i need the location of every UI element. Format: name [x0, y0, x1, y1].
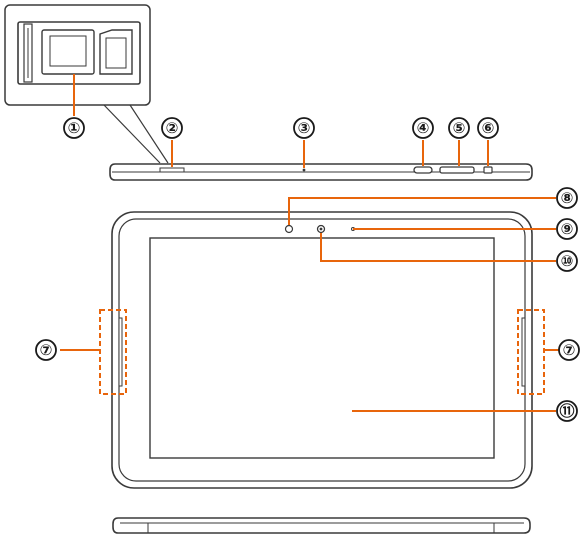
callout-6: ⑥ — [477, 117, 499, 139]
callout-4: ④ — [412, 117, 434, 139]
callout-7-right: ⑦ — [558, 339, 580, 361]
tablet-bottom-edge — [112, 517, 531, 534]
callout-5: ⑤ — [448, 117, 470, 139]
callout-2-label: ② — [166, 119, 179, 137]
callout-7-right-label: ⑦ — [563, 341, 576, 359]
display-screen — [149, 237, 495, 459]
callout-7-left: ⑦ — [35, 339, 57, 361]
callout-2: ② — [161, 117, 183, 139]
callout-5-label: ⑤ — [453, 119, 466, 137]
callout-3: ③ — [293, 117, 315, 139]
sim-tray-inset — [4, 4, 169, 164]
callout-3-label: ③ — [298, 119, 311, 137]
callout-10-label: ⑩ — [561, 252, 574, 270]
callout-8: ⑧ — [556, 187, 578, 209]
callout-1-label: ① — [68, 119, 81, 137]
callout-7-left-label: ⑦ — [40, 341, 53, 359]
callout-10: ⑩ — [556, 250, 578, 272]
tablet-front — [60, 197, 560, 489]
callout-9-label: ⑨ — [561, 220, 574, 238]
tablet-top-edge — [109, 140, 533, 181]
callout-1: ① — [63, 117, 85, 139]
callout-11-label: ⑪ — [559, 402, 574, 420]
callout-6-label: ⑥ — [482, 119, 495, 137]
callout-9: ⑨ — [556, 218, 578, 240]
callout-11: ⑪ — [556, 400, 578, 422]
callout-4-label: ④ — [417, 119, 430, 137]
callout-8-label: ⑧ — [561, 189, 574, 207]
